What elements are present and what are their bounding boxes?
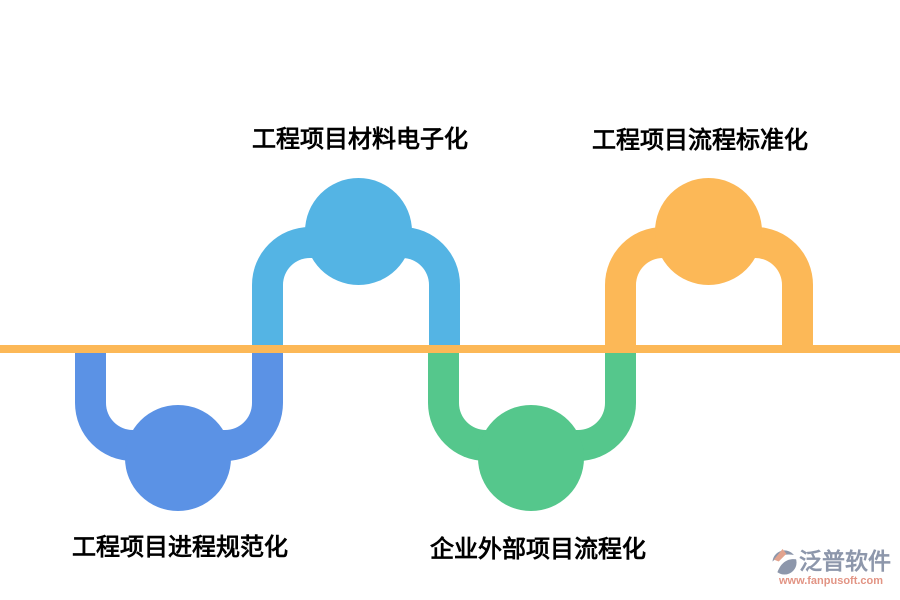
brand-url: www.fanpusoft.com (778, 575, 884, 587)
node-circle-materials (305, 178, 412, 285)
node-circle-standard (655, 178, 762, 285)
node-circle-progress (125, 405, 231, 511)
node-label-progress: 工程项目进程规范化 (72, 534, 288, 561)
node-label-materials: 工程项目材料电子化 (252, 126, 468, 153)
node-label-external: 企业外部项目流程化 (430, 536, 646, 563)
fanpu-logo-icon (771, 548, 798, 575)
baseline (0, 345, 900, 353)
node-label-standard: 工程项目流程标准化 (592, 127, 808, 154)
node-circle-external (478, 405, 584, 511)
brand-logo: 泛普软件 www.fanpusoft.com (766, 547, 896, 587)
brand-name: 泛普软件 (799, 548, 891, 574)
